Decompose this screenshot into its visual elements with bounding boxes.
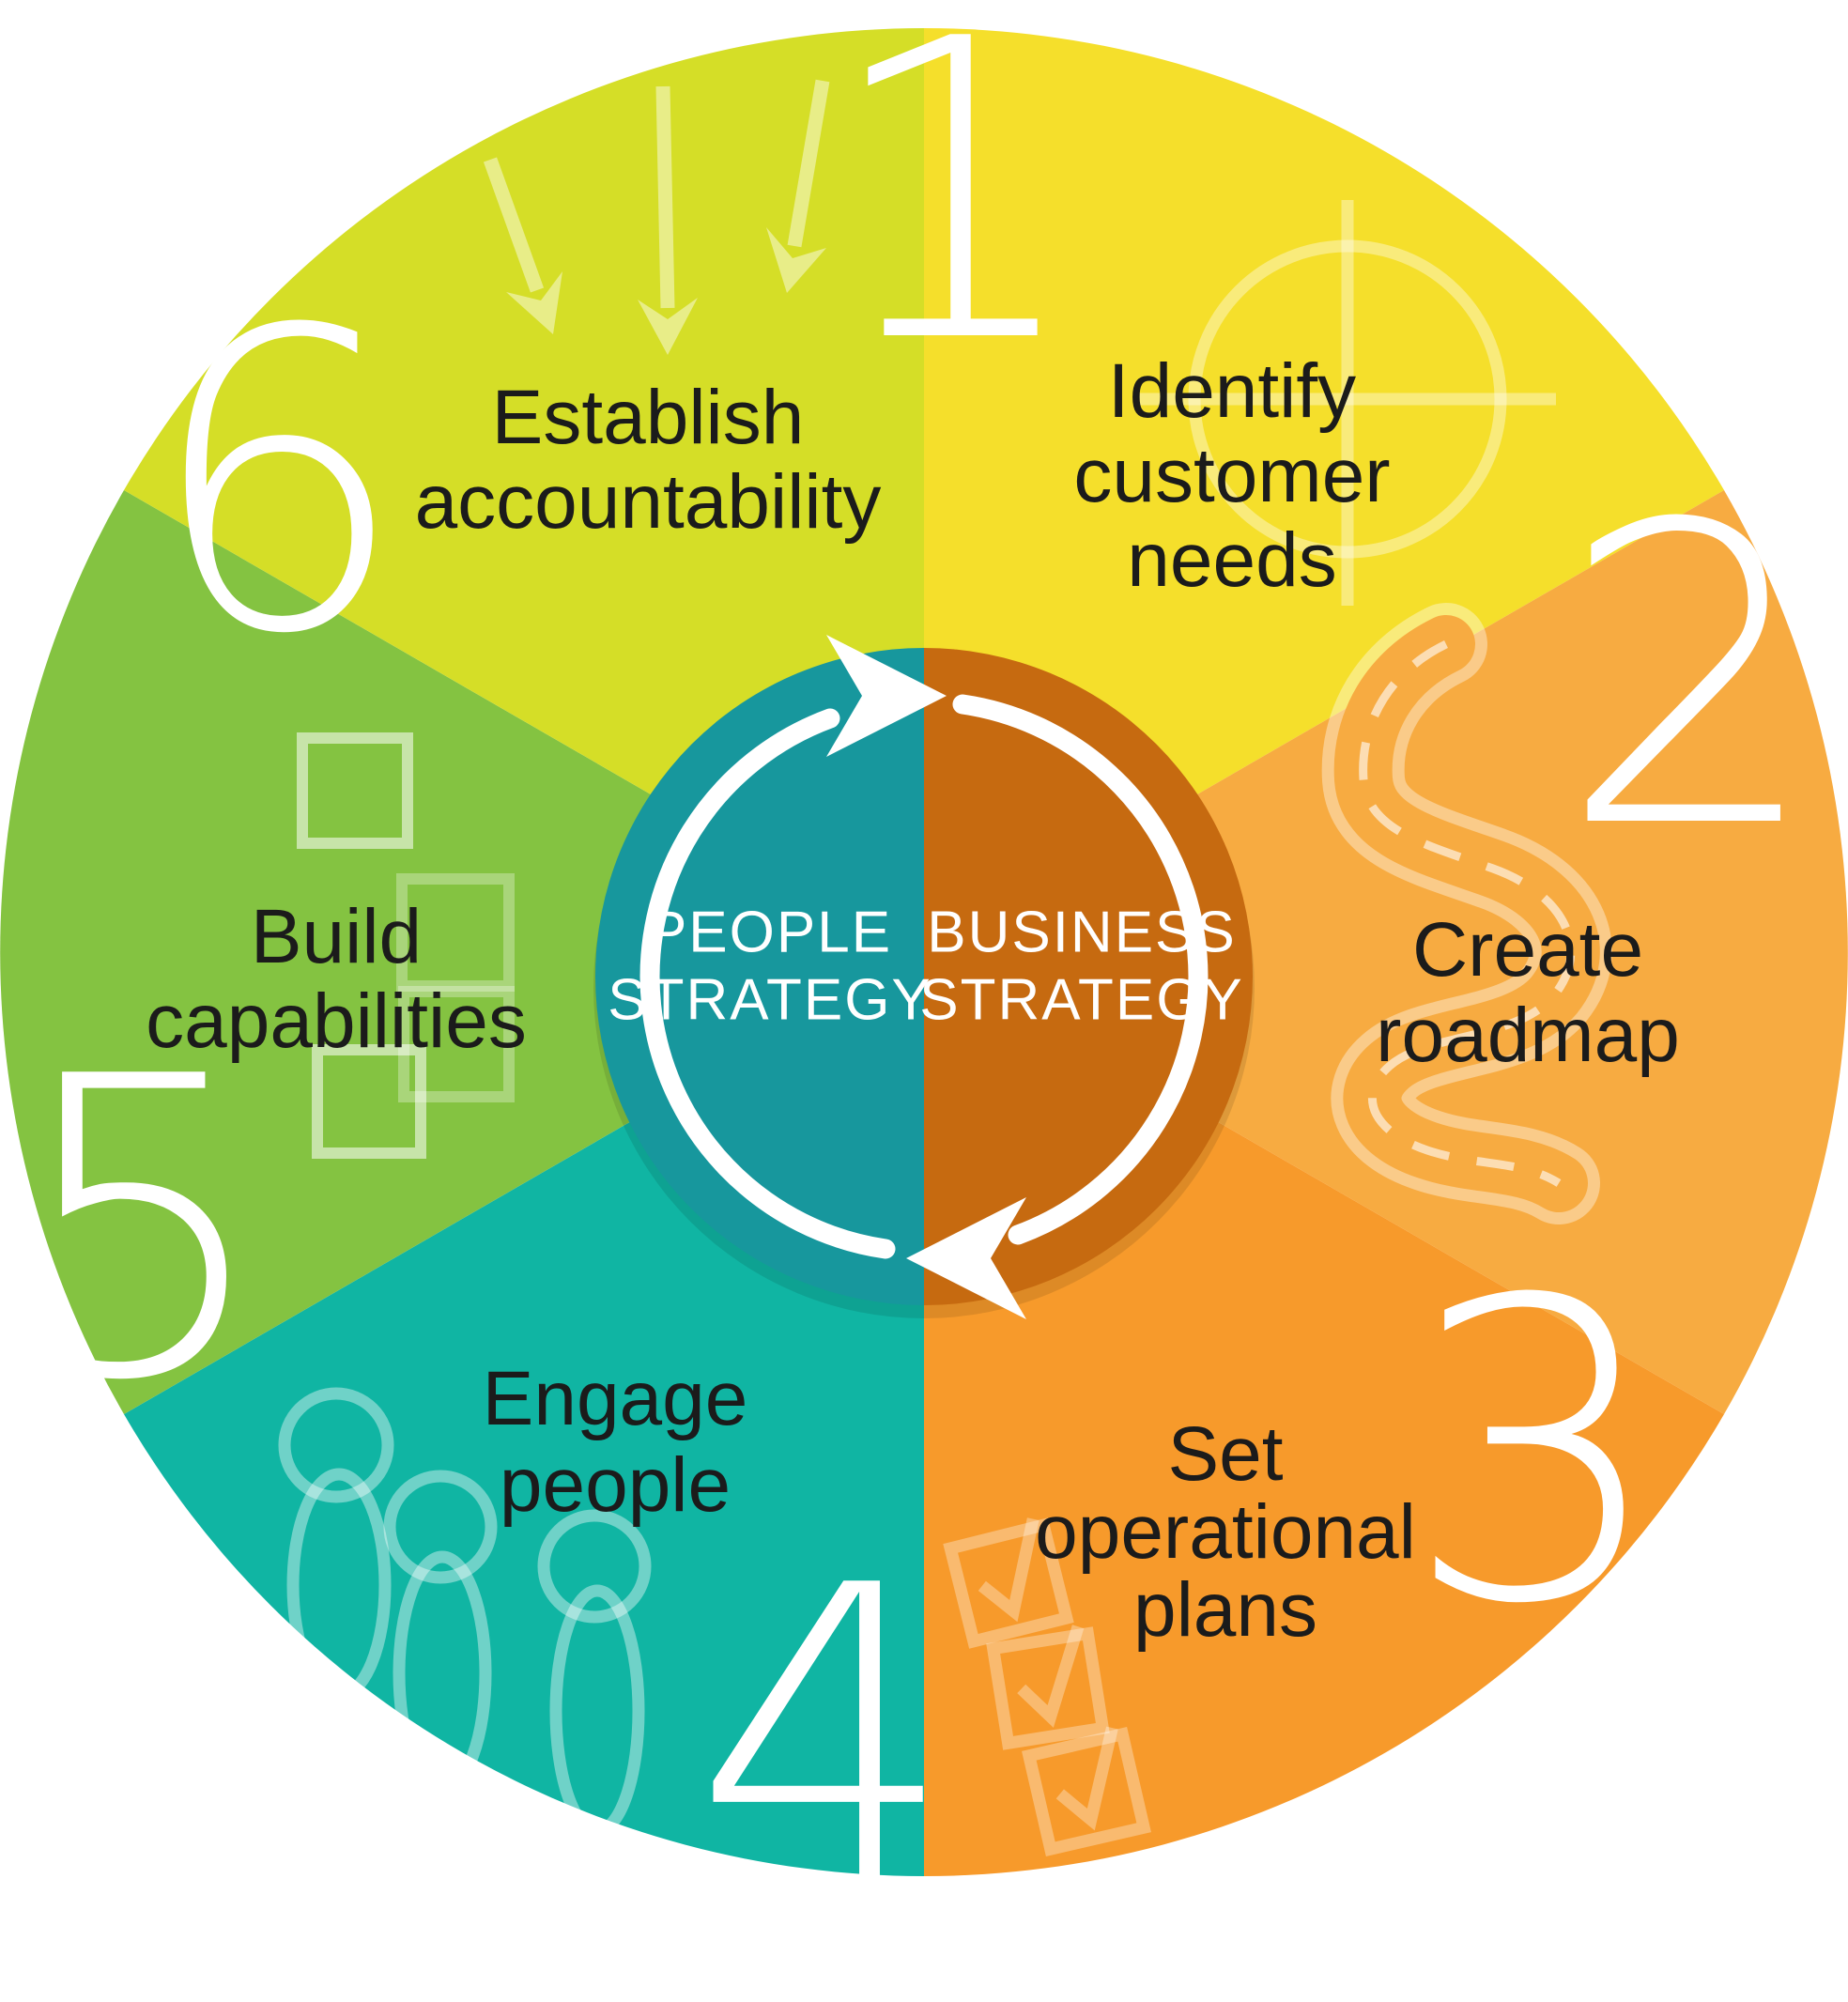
segment-2-wedge <box>924 490 1848 1414</box>
segment-2-label-line1: Create <box>1411 907 1644 993</box>
segment-3-number: 3 <box>1404 1213 1667 1694</box>
segment-4-number: 4 <box>693 1499 956 1979</box>
business-strategy-label-line1: BUSINESS <box>927 900 1237 965</box>
checklist-icon <box>943 1517 1151 1856</box>
stacked-squares-icon <box>297 732 515 1159</box>
segment-2-label-line2: roadmap <box>1376 993 1680 1078</box>
segment-2-number: 2 <box>1559 438 1822 918</box>
segment-1-label-line1: Identify <box>1107 348 1357 434</box>
people-strategy-label-line1: PEOPLE <box>647 900 893 965</box>
segment-1-label-line2: customer <box>1073 433 1391 518</box>
target-crosshair-icon <box>1139 200 1556 606</box>
segment-6-label-line1: Establish <box>491 375 805 460</box>
segment-6-label-line2: accountability <box>414 459 882 545</box>
segment-5-label-line2: capabilities <box>146 978 527 1064</box>
segment-3-label-line2: operational <box>1035 1489 1416 1575</box>
winding-road-icon <box>1321 603 1612 1224</box>
people-strategy-label-line2: STRATEGY <box>608 967 932 1033</box>
people-strategy-half <box>595 648 924 1305</box>
cycle-arrow-icon <box>639 635 1209 1319</box>
segment-5-label-line1: Build <box>250 894 423 979</box>
converging-arrows-icon <box>483 79 830 355</box>
segment-4-label-line2: people <box>499 1442 732 1528</box>
segment-3-label-line3: plans <box>1132 1567 1318 1653</box>
people-outline-icon <box>278 1387 652 1838</box>
segment-4-label-line1: Engage <box>482 1356 748 1441</box>
segment-6-number: 6 <box>146 243 408 724</box>
segment-1-number: 1 <box>823 0 1086 433</box>
segment-5-wedge <box>0 490 924 1414</box>
segment-3-label-line1: Set <box>1167 1411 1284 1497</box>
segment-1-label-line3: needs <box>1127 517 1337 603</box>
business-strategy-half <box>924 648 1253 1305</box>
center-circle <box>593 635 1255 1319</box>
segment-5-number: 5 <box>9 990 272 1471</box>
business-strategy-label-line2: STRATEGY <box>919 967 1244 1033</box>
